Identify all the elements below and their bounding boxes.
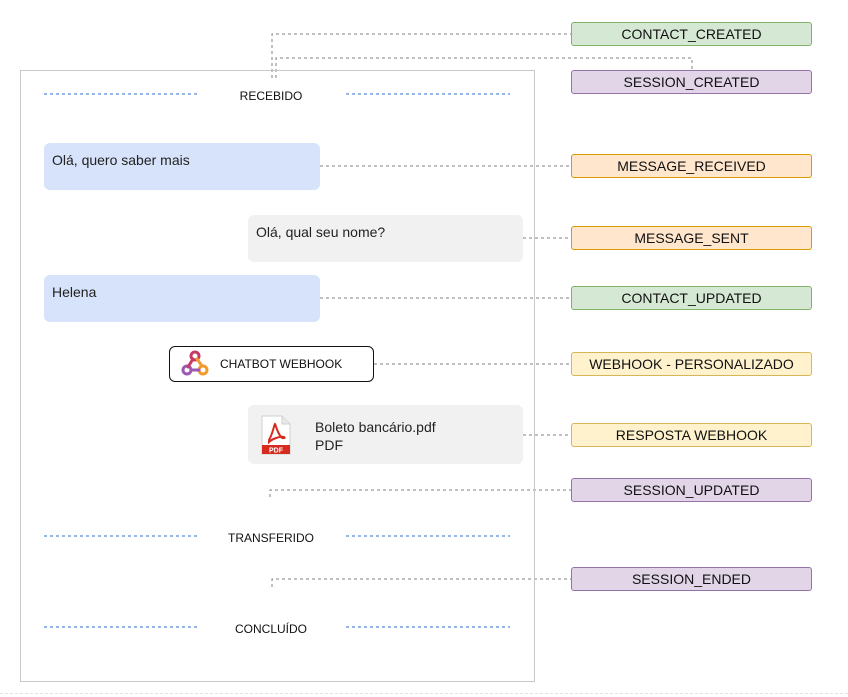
pdf-file-icon: PDF	[261, 415, 291, 455]
event-webhook-response: RESPOSTA WEBHOOK	[571, 423, 812, 447]
canvas-bottom-guide	[0, 693, 848, 694]
chat-frame	[20, 70, 535, 682]
stage-label-received: RECEBIDO	[239, 89, 303, 103]
pdf-icon-text: PDF	[269, 448, 284, 455]
event-contact-created: CONTACT_CREATED	[571, 22, 812, 46]
customer-message-text: Olá, quero saber mais	[52, 152, 190, 168]
event-contact-updated: CONTACT_UPDATED	[571, 286, 812, 310]
attachment-card: PDF Boleto bancário.pdf PDF	[248, 405, 523, 464]
webhook-label: CHATBOT WEBHOOK	[220, 357, 343, 371]
attachment-file-name: Boleto bancário.pdf	[315, 419, 436, 435]
event-webhook-custom: WEBHOOK - PERSONALIZADO	[571, 352, 812, 376]
agent-message-bubble: Olá, qual seu nome?	[248, 215, 523, 262]
event-session-updated: SESSION_UPDATED	[571, 478, 812, 502]
attachment-file-type: PDF	[315, 437, 343, 453]
event-message-sent: MESSAGE_SENT	[571, 226, 812, 250]
event-session-ended: SESSION_ENDED	[571, 567, 812, 591]
event-message-received: MESSAGE_RECEIVED	[571, 154, 812, 178]
event-session-created: SESSION_CREATED	[571, 70, 812, 94]
agent-message-text: Olá, qual seu nome?	[256, 224, 386, 240]
stage-label-concluded: CONCLUÍDO	[234, 622, 307, 636]
chatbot-webhook-box: CHATBOT WEBHOOK	[169, 346, 374, 382]
customer-reply-bubble: Helena	[44, 275, 320, 322]
stage-label-transferred: TRANSFERIDO	[227, 531, 314, 545]
customer-reply-text: Helena	[52, 284, 97, 300]
customer-message-bubble: Olá, quero saber mais	[44, 143, 320, 190]
webhook-icon	[181, 350, 209, 376]
